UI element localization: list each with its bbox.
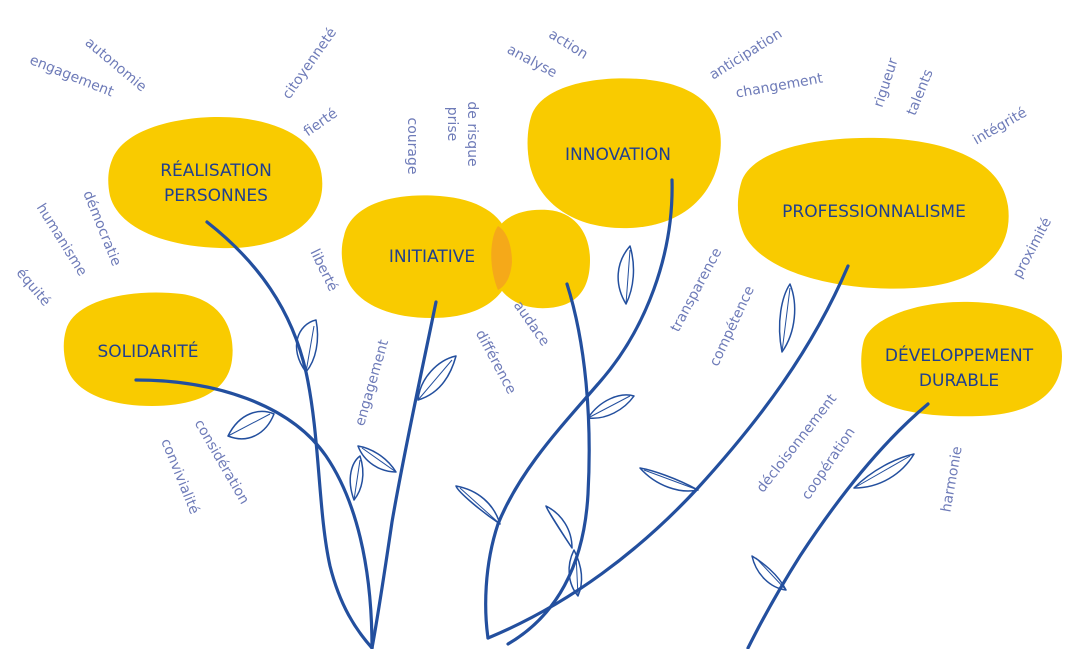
leaf-2 — [227, 410, 275, 440]
leaf-8 — [568, 549, 583, 597]
flower-label-developpement-line1: DÉVELOPPEMENT — [885, 344, 1034, 366]
value-analyse: analyse — [504, 42, 559, 82]
flower-head-realisation — [108, 116, 323, 249]
value-integrite: intégrité — [970, 105, 1030, 149]
flower-overlap — [491, 226, 512, 290]
leaf-4 — [417, 355, 457, 401]
leaf-11 — [778, 283, 796, 353]
flower-head-solidarite — [63, 292, 233, 406]
flower-label-initiative: INITIATIVE — [389, 247, 475, 267]
value-citoyennete: citoyenneté — [279, 25, 340, 102]
value-consideration: considération — [191, 417, 252, 507]
leaf-14 — [751, 555, 787, 591]
value-action: action — [546, 26, 591, 62]
leaf-3 — [349, 455, 364, 501]
value-fierte: fierté — [301, 105, 341, 139]
flower-head-developpement — [861, 301, 1062, 417]
leaf-7 — [545, 505, 573, 549]
value-convivialite: convivialité — [157, 436, 202, 516]
stem-realisation — [205, 220, 374, 649]
flower-label-realisation-line2: PERSONNES — [164, 186, 268, 206]
value-de-risque: de risque — [464, 101, 480, 166]
value-proximite: proximité — [1010, 215, 1055, 281]
flower-label-realisation-line1: RÉALISATION — [160, 159, 272, 181]
leaf-13 — [853, 453, 915, 489]
leaf-6 — [455, 485, 501, 525]
value-liberte: liberté — [307, 246, 341, 294]
stem-innovation — [484, 178, 674, 640]
flower-head-audace — [490, 209, 590, 309]
value-rigueur: rigueur — [871, 56, 902, 109]
value-equite: équité — [13, 265, 54, 309]
value-difference: différence — [472, 327, 519, 397]
stem-initiative — [370, 300, 438, 649]
value-anticipation: anticipation — [707, 26, 786, 83]
value-harmonie: harmonie — [938, 445, 965, 513]
stem-solidarite — [134, 378, 374, 649]
value-prise: prise — [444, 107, 460, 141]
flower-head-initiative — [341, 195, 513, 318]
value-talents: talents — [904, 67, 937, 118]
leaf-10 — [587, 394, 635, 419]
value-changement: changement — [735, 70, 825, 101]
leaf-5 — [357, 445, 397, 473]
value-humanisme: humanisme — [33, 201, 90, 279]
flower-head-professionnalisme — [737, 137, 1009, 289]
stem-developpement — [746, 402, 930, 649]
value-competence: compétence — [707, 284, 758, 369]
flower-label-solidarite: SOLIDARITÉ — [97, 340, 198, 362]
leaf-12 — [639, 467, 699, 492]
leaf-1 — [295, 319, 319, 373]
flower-label-professionnalisme: PROFESSIONNALISME — [782, 202, 966, 222]
value-engagement-mid: engagement — [352, 337, 392, 428]
leaf-9 — [617, 245, 635, 305]
flower-label-innovation: INNOVATION — [565, 145, 671, 165]
flower-label-developpement-line2: DURABLE — [919, 371, 999, 391]
value-courage: courage — [404, 118, 420, 175]
value-transparence: transparence — [668, 245, 726, 334]
